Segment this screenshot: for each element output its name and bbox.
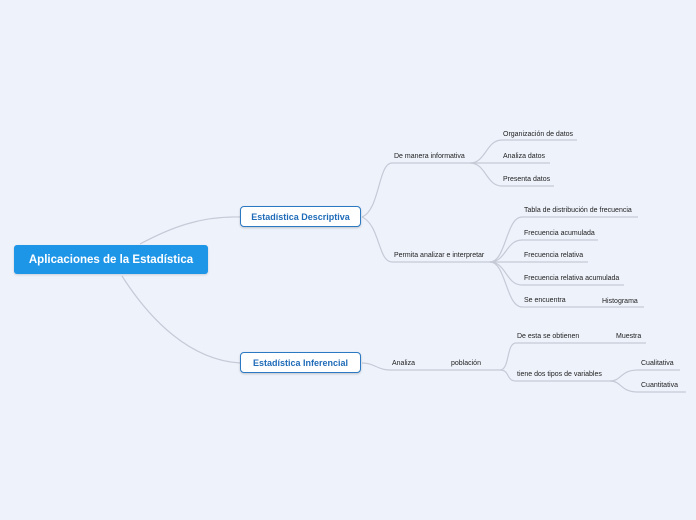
- descriptiva-label: Estadística Descriptiva: [251, 211, 350, 222]
- node-tabla-distribucion[interactable]: Tabla de distribución de frecuencia: [524, 207, 632, 214]
- node-de-manera-informativa[interactable]: De manera informativa: [394, 153, 465, 160]
- node-poblacion[interactable]: población: [451, 360, 481, 367]
- node-analiza[interactable]: Analiza: [392, 360, 415, 367]
- node-frecuencia-relativa[interactable]: Frecuencia relativa: [524, 252, 584, 259]
- node-se-encuentra[interactable]: Se encuentra: [524, 297, 566, 304]
- node-permita-analizar[interactable]: Permita analizar e interpretar: [394, 252, 485, 259]
- node-histograma[interactable]: Histograma: [602, 298, 638, 305]
- node-cualitativa[interactable]: Cualitativa: [641, 360, 674, 367]
- node-tipos-variables[interactable]: tiene dos tipos de variables: [517, 371, 602, 378]
- node-analiza-datos[interactable]: Analiza datos: [503, 153, 546, 160]
- node-frecuencia-acumulada[interactable]: Frecuencia acumulada: [524, 230, 595, 237]
- node-estadistica-inferencial[interactable]: Estadística Inferencial: [240, 352, 361, 373]
- root-node[interactable]: Aplicaciones de la Estadística: [14, 245, 208, 274]
- node-muestra[interactable]: Muestra: [616, 333, 642, 340]
- node-cuantitativa[interactable]: Cuantitativa: [641, 382, 678, 389]
- node-organizacion-datos[interactable]: Organización de datos: [503, 131, 574, 138]
- root-label: Aplicaciones de la Estadística: [28, 253, 194, 266]
- node-de-esta-se-obtienen[interactable]: De esta se obtienen: [517, 333, 580, 340]
- node-frecuencia-relativa-acumulada[interactable]: Frecuencia relativa acumulada: [524, 275, 620, 282]
- node-presenta-datos[interactable]: Presenta datos: [503, 176, 551, 183]
- node-estadistica-descriptiva[interactable]: Estadística Descriptiva: [240, 206, 361, 227]
- inferencial-label: Estadística Inferencial: [252, 357, 349, 368]
